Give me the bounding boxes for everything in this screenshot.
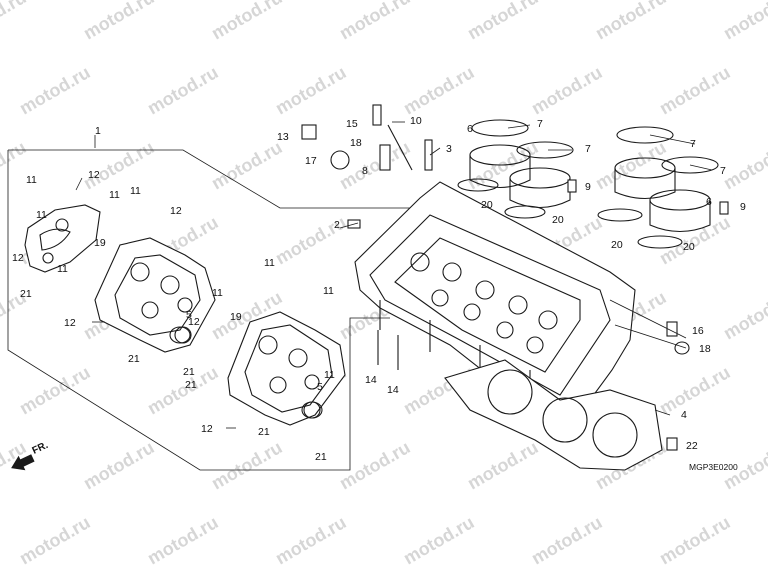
part-number-label: 3 xyxy=(446,143,452,155)
watermark-text: motod.ru xyxy=(656,362,734,418)
part-number-label: 20 xyxy=(481,199,493,211)
part-number-label: 11 xyxy=(130,185,141,197)
part-number-label: 17 xyxy=(305,155,317,167)
part-number-label: 21 xyxy=(315,451,327,463)
part-number-label: 10 xyxy=(410,115,422,127)
cam-holder-left-upper xyxy=(24,204,101,273)
watermark-text: motod.ru xyxy=(80,0,158,43)
part-number-label: 11 xyxy=(264,257,275,269)
watermark-text: motod.ru xyxy=(528,512,606,568)
cam-holder-right-main xyxy=(227,311,346,426)
watermark-text: motod.ru xyxy=(208,437,286,493)
watermark-text: motod.ru xyxy=(336,0,414,43)
leader-lines xyxy=(75,121,713,429)
part-number-label: 7 xyxy=(537,118,543,130)
part-number-label: 7 xyxy=(585,143,591,155)
part-number-label: 16 xyxy=(692,325,704,337)
watermark-text: motod.ru xyxy=(656,62,734,118)
part-number-label: 11 xyxy=(57,263,68,275)
part-number-label: 7 xyxy=(690,138,696,150)
part-number-label: 20 xyxy=(683,241,695,253)
watermark-text: motod.ru xyxy=(272,62,350,118)
watermark-text: motod.ru xyxy=(656,212,734,268)
part-number-label: 7 xyxy=(720,165,726,177)
watermark-text: motod.ru xyxy=(592,137,670,193)
part-number-label: 12 xyxy=(64,317,76,329)
part-number-label: 21 xyxy=(128,353,140,365)
watermark-text: motod.ru xyxy=(528,62,606,118)
diagram-code: MGP3E0200 xyxy=(689,462,738,472)
part-number-label: 12 xyxy=(12,252,24,264)
part-number-label: 5 xyxy=(317,381,323,393)
part-number-label: 5 xyxy=(186,309,192,321)
watermark-text: motod.ru xyxy=(720,287,768,343)
part-number-label: 13 xyxy=(277,131,289,143)
part-number-label: 9 xyxy=(740,201,746,213)
part-number-label: 4 xyxy=(681,409,687,421)
watermark-text: motod.ru xyxy=(16,362,94,418)
watermark-text: motod.ru xyxy=(400,512,478,568)
part-number-label: 12 xyxy=(88,169,100,181)
part-number-label: 12 xyxy=(201,423,213,435)
watermark-text: motod.ru xyxy=(720,137,768,193)
part-number-label: 18 xyxy=(350,137,362,149)
watermark-text: motod.ru xyxy=(144,62,222,118)
part-number-label: 22 xyxy=(686,440,698,452)
part-number-label: 6 xyxy=(706,196,712,208)
watermark-text: motod.ru xyxy=(0,0,30,43)
part-number-label: 19 xyxy=(94,237,106,249)
cylinder-head xyxy=(354,181,636,421)
watermark-text: motod.ru xyxy=(720,0,768,43)
watermark-text: motod.ru xyxy=(16,512,94,568)
part-number-label: 15 xyxy=(346,118,358,130)
part-number-label: 11 xyxy=(26,174,37,186)
part-number-label: 21 xyxy=(185,379,197,391)
head-gasket xyxy=(444,359,663,471)
part-number-label: 11 xyxy=(109,189,120,201)
part-number-label: 21 xyxy=(20,288,32,300)
part-number-label: 20 xyxy=(611,239,623,251)
watermark-text: motod.ru xyxy=(592,0,670,43)
part-number-label: 20 xyxy=(552,214,564,226)
part-number-label: 14 xyxy=(387,384,399,396)
watermark-text: motod.ru xyxy=(208,137,286,193)
watermark-text: motod.ru xyxy=(80,137,158,193)
watermark-text: motod.ru xyxy=(80,437,158,493)
part-number-label: 14 xyxy=(365,374,377,386)
part-number-label: 9 xyxy=(585,181,591,193)
watermark-text: motod.ru xyxy=(208,0,286,43)
part-number-label: 21 xyxy=(183,366,195,378)
watermark-text: motod.ru xyxy=(464,0,542,43)
part-number-label: 8 xyxy=(362,165,368,177)
part-number-label: 11 xyxy=(324,369,335,381)
front-marker-label: FR. xyxy=(31,440,50,457)
part-number-label: 12 xyxy=(188,316,200,328)
part-number-label: 18 xyxy=(699,343,711,355)
part-number-label: 11 xyxy=(323,285,334,297)
insulator-set xyxy=(457,119,719,249)
part-number-label: 2 xyxy=(334,219,340,231)
part-number-label: 11 xyxy=(36,209,47,221)
watermark-text: motod.ru xyxy=(16,62,94,118)
part-number-label: 6 xyxy=(467,123,473,135)
part-number-label: 19 xyxy=(230,311,242,323)
cam-holder-left-main xyxy=(94,237,216,353)
watermark-text: motod.ru xyxy=(144,512,222,568)
part-number-label: 11 xyxy=(212,287,223,299)
watermark-text: motod.ru xyxy=(400,62,478,118)
watermark-text: motod.ru xyxy=(656,512,734,568)
watermark-text: motod.ru xyxy=(336,437,414,493)
camshaft-holder-group-frame xyxy=(7,135,410,471)
watermark-text: motod.ru xyxy=(464,437,542,493)
part-number-label: 12 xyxy=(170,205,182,217)
part-number-label: 1 xyxy=(95,125,101,137)
part-number-label: 21 xyxy=(258,426,270,438)
watermark-text: motod.ru xyxy=(272,512,350,568)
